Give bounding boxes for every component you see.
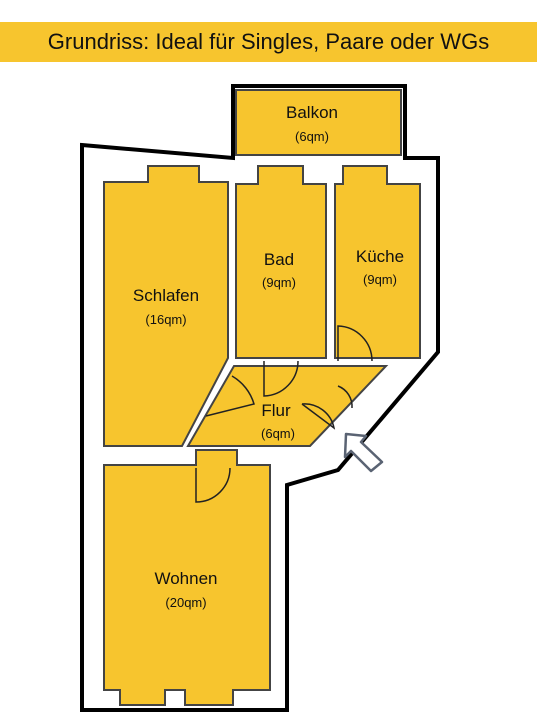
- room-wohnen-area: (20qm): [165, 595, 206, 610]
- room-flur: Flur (6qm): [186, 365, 389, 447]
- room-balkon-area: (6qm): [295, 129, 329, 144]
- room-wohnen: Wohnen (20qm): [103, 449, 271, 706]
- door-kueche: [337, 325, 373, 362]
- room-flur-area: (6qm): [261, 426, 295, 441]
- room-kueche: Küche (9qm): [334, 165, 421, 359]
- room-wohnen-name: Wohnen: [154, 569, 217, 588]
- title-banner: Grundriss: Ideal für Singles, Paare oder…: [0, 22, 537, 62]
- room-flur-name: Flur: [261, 401, 291, 420]
- room-schlafen-area: (16qm): [145, 312, 186, 327]
- page-title: Grundriss: Ideal für Singles, Paare oder…: [47, 29, 490, 54]
- door-schlafen: [205, 375, 255, 417]
- door-wohnen: [195, 467, 231, 503]
- room-bad: Bad (9qm): [235, 165, 327, 359]
- room-schlafen: Schlafen (16qm): [103, 165, 229, 447]
- room-balkon-name: Balkon: [286, 103, 338, 122]
- room-kueche-area: (9qm): [363, 272, 397, 287]
- room-schlafen-name: Schlafen: [133, 286, 199, 305]
- door-bad: [263, 360, 299, 397]
- room-bad-area: (9qm): [262, 275, 296, 290]
- room-kueche-name: Küche: [356, 247, 404, 266]
- door-swings: [195, 325, 373, 503]
- room-bad-name: Bad: [264, 250, 294, 269]
- room-balkon: Balkon (6qm): [235, 89, 402, 156]
- door-flur-right: [337, 385, 353, 409]
- entrance-arrow-icon: [343, 432, 384, 473]
- door-flur-entrance: [301, 403, 336, 430]
